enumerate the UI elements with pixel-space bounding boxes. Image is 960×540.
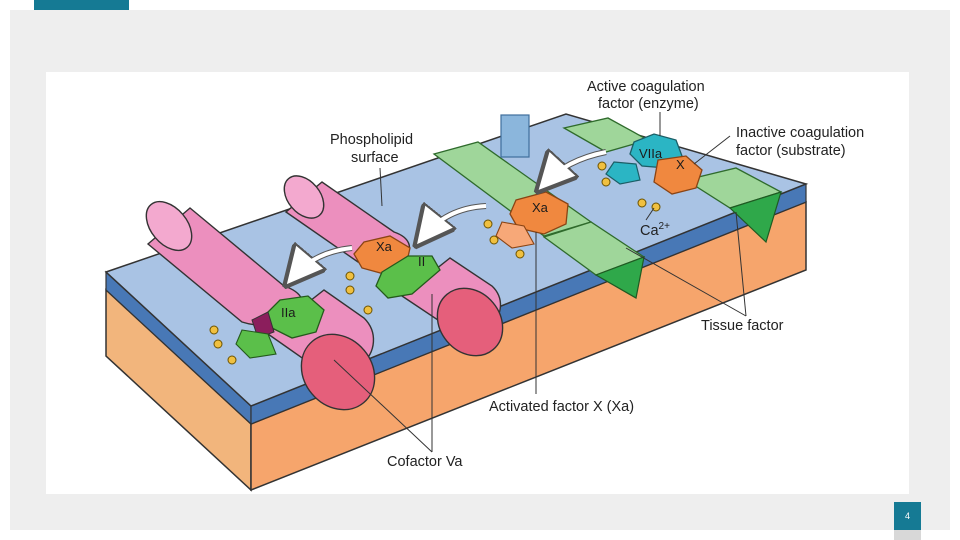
xa-left-label: Xa [376, 239, 393, 254]
ca-ion [209, 325, 219, 335]
iia-label: IIa [281, 305, 296, 320]
accent-tab [34, 0, 129, 11]
active-factor-label-line1: Active coagulation [587, 79, 705, 95]
leader-lines [333, 112, 747, 453]
calcium-label: Ca2+ [640, 221, 670, 239]
ca-ion [227, 355, 237, 365]
ca-ion [601, 177, 611, 187]
phospholipid-label-line1: Phospholipid [330, 132, 413, 148]
cylinder-back-left-cap [145, 200, 193, 252]
cylinder-back-center-cap [283, 175, 325, 219]
tissue-factor-slab-2-front [594, 256, 645, 299]
ca-ion [597, 161, 607, 171]
ii-body [375, 255, 441, 299]
prothrombinase-complex: Xa II IIa [235, 235, 441, 359]
x-substrate [653, 155, 703, 195]
ca-ion [483, 219, 493, 229]
ii-label: II [418, 254, 425, 269]
membrane-marker [500, 114, 530, 158]
cylinder-front-left-cap [300, 333, 376, 411]
cofactor-va-cylinders [145, 175, 504, 411]
factor-xa-center: Xa [495, 191, 569, 249]
inactive-factor-label-line1: Inactive coagulation [736, 125, 864, 141]
cylinder-front-center-cap [436, 287, 504, 357]
figure-labels: Phospholipid surface Active coagulation … [330, 79, 864, 470]
tissue-factor-label: Tissue factor [701, 318, 784, 334]
arrow-ii-to-iia-inner [290, 246, 353, 280]
inactive-factor-label-line2: factor (substrate) [736, 143, 846, 159]
tissue-factor-slabs [432, 117, 783, 299]
viia-tail [605, 161, 641, 185]
ca-ion [515, 249, 525, 259]
ca-ion [637, 198, 647, 208]
page-number-strip [894, 530, 921, 540]
tissue-factor-slab-4-front [728, 191, 782, 244]
ca-ion [489, 235, 499, 245]
active-factor-label-line2: factor (enzyme) [598, 96, 699, 112]
reaction-arrows [290, 150, 607, 280]
calcium-ions [209, 161, 661, 365]
xa-center-label: Xa [532, 200, 549, 215]
tissue-factor-complex: VIIa X [605, 133, 703, 195]
x-label: X [676, 157, 685, 172]
ca-ion [363, 305, 373, 315]
phospholipid-label-line2: surface [351, 150, 399, 166]
xa-center-tail [495, 221, 535, 249]
iia-tail [235, 329, 277, 359]
ca-ion [345, 285, 355, 295]
page-number: 4 [894, 502, 921, 530]
activated-x-label: Activated factor X (Xa) [489, 399, 634, 415]
ca-ion [651, 202, 661, 212]
arrow-xa-to-complex-inner [420, 204, 487, 240]
viia-label: VIIa [639, 146, 663, 161]
coagulation-diagram: VIIa X Xa Xa II IIa [46, 72, 909, 494]
ca-ion [213, 339, 223, 349]
cofactor-label: Cofactor Va [387, 454, 463, 470]
ca-ion [345, 271, 355, 281]
arrow-x-to-xa-inner [542, 150, 607, 186]
